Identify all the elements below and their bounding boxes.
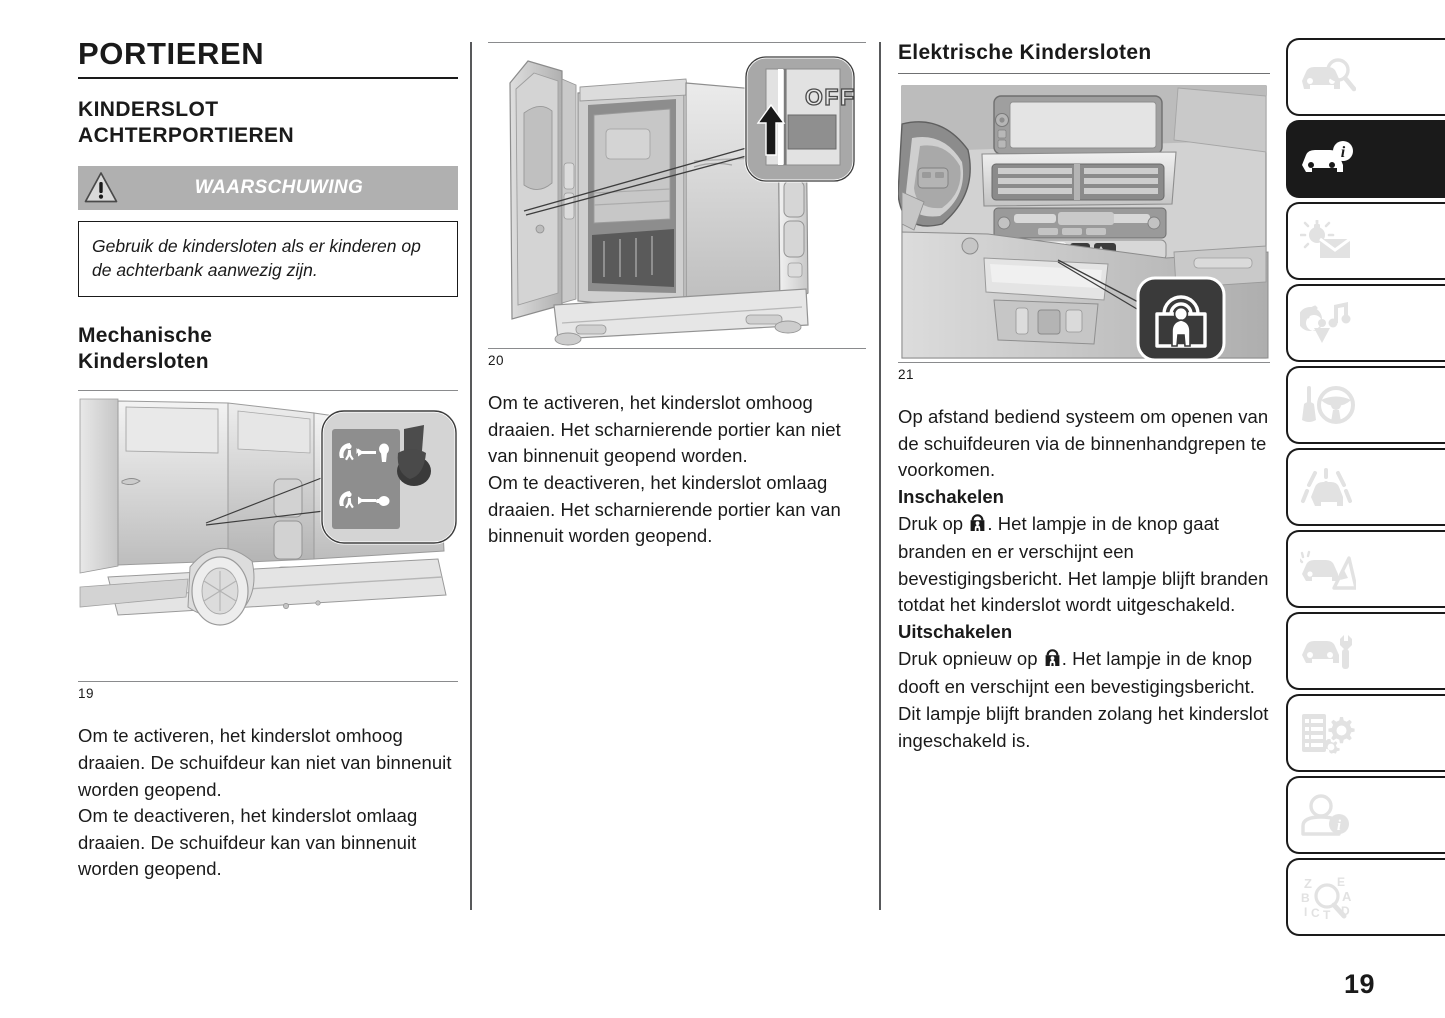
- left-paragraph-2: Om te deactiveren, het kinderslot omlaag…: [78, 805, 418, 880]
- figure-20-rule-top: [488, 42, 866, 43]
- inschakelen-text-before: Druk op: [898, 512, 969, 534]
- svg-text:C: C: [1311, 906, 1320, 919]
- figure-21: 21: [898, 82, 1270, 382]
- tab-driver-info[interactable]: i: [1286, 776, 1445, 854]
- car-wrench-icon: [1300, 631, 1356, 671]
- tab-maintenance[interactable]: [1286, 612, 1445, 690]
- figure-21-image: [898, 82, 1270, 363]
- heading-uitschakelen: Uitschakelen: [898, 621, 1013, 643]
- column-divider-2: [879, 42, 881, 910]
- right-column-title: Elektrische Kindersloten: [898, 41, 1152, 64]
- right-title-rule: [898, 73, 1270, 75]
- figure-20-number: 20: [488, 353, 505, 368]
- warning-triangle-icon: [78, 166, 124, 210]
- tab-index-search[interactable]: Z B I C T E A D: [1286, 858, 1445, 936]
- figure-21-rule-bottom: [898, 362, 1270, 364]
- subsection-heading-mechanisch: Mechanische Kindersloten: [78, 323, 213, 374]
- tab-driving-controls[interactable]: [1286, 366, 1445, 444]
- paragraph-uitschakelen: Druk opnieuw op . Het lampje in de knop …: [898, 646, 1270, 755]
- paragraph-inschakelen: Druk op . Het lampje in de knop gaat bra…: [898, 511, 1270, 620]
- tab-warning-alerts[interactable]: [1286, 530, 1445, 608]
- svg-text:i: i: [1337, 818, 1342, 834]
- alphabet-magnifier-icon: Z B I C T E A D: [1300, 875, 1360, 919]
- child-lock-icon: [969, 513, 986, 540]
- child-lock-icon: [1044, 648, 1061, 675]
- figure-19-rule-bottom: [78, 681, 458, 683]
- figure-21-number: 21: [898, 367, 915, 383]
- car-warning-triangle-icon: [1300, 548, 1356, 590]
- figure-19-number: 19: [78, 686, 95, 702]
- car-lane-icon: [1300, 465, 1356, 509]
- heading-inschakelen: Inschakelen: [898, 485, 1004, 507]
- svg-text:T: T: [1323, 908, 1331, 919]
- svg-text:Z: Z: [1304, 876, 1312, 891]
- gearlever-steeringwheel-icon: [1300, 384, 1356, 426]
- figure-20-image: OFF: [488, 43, 866, 348]
- figure-20-off-label: OFF: [805, 84, 856, 110]
- right-column: Elektrische Kindersloten: [898, 0, 1270, 754]
- tab-navigation-audio[interactable]: [1286, 284, 1445, 362]
- figure-20-rule-bottom: [488, 348, 866, 349]
- figure-19: 19: [78, 390, 458, 701]
- warning-bar: WAARSCHUWING: [78, 166, 458, 211]
- tab-lane-assist[interactable]: [1286, 448, 1445, 526]
- middle-paragraph-1: Om te activeren, het kinderslot omhoog d…: [488, 392, 841, 467]
- svg-text:B: B: [1301, 891, 1310, 905]
- tab-vehicle-overview[interactable]: [1286, 38, 1445, 116]
- car-info-icon: i: [1300, 139, 1356, 179]
- uitschakelen-text-after: . Het lampje in de knop dooft en verschi…: [898, 647, 1269, 751]
- tab-settings-specs[interactable]: [1286, 694, 1445, 772]
- warning-label: WAARSCHUWING: [194, 177, 364, 199]
- section-heading-kinderslot: KINDERSLOT ACHTERPORTIEREN: [78, 97, 295, 148]
- page-number: 19: [1343, 969, 1375, 999]
- tab-lighting-visibility[interactable]: [1286, 202, 1445, 280]
- column-divider-1: [470, 42, 472, 910]
- inschakelen-text-after: . Het lampje in de knop gaat branden en …: [898, 512, 1269, 616]
- person-info-icon: i: [1300, 794, 1356, 836]
- svg-text:i: i: [1341, 144, 1346, 161]
- car-magnifier-icon: [1300, 57, 1356, 97]
- tab-vehicle-info[interactable]: i: [1286, 120, 1445, 198]
- middle-paragraph-2: Om te deactiveren, het kinderslot omlaag…: [488, 471, 841, 547]
- warning-text: Gebruik de kindersloten als er kinderen …: [78, 221, 458, 297]
- list-gears-icon: [1300, 711, 1356, 755]
- right-intro-paragraph: Op afstand bediend systeem om openen van…: [898, 406, 1269, 481]
- svg-text:A: A: [1342, 889, 1352, 904]
- left-column: PORTIEREN KINDERSLOT ACHTERPORTIEREN WAA…: [78, 0, 458, 883]
- figure-20: OFF 20: [488, 42, 866, 368]
- svg-text:I: I: [1304, 905, 1307, 919]
- uitschakelen-text-before: Druk opnieuw op: [898, 647, 1043, 669]
- title-rule: [78, 76, 458, 79]
- left-paragraph-1: Om te activeren, het kinderslot omhoog d…: [78, 725, 452, 800]
- page-title: PORTIEREN: [78, 36, 265, 71]
- location-music-icon: [1300, 301, 1356, 345]
- section-tab-rail: i: [1286, 38, 1445, 940]
- svg-text:D: D: [1341, 904, 1350, 918]
- figure-19-rule-top: [78, 390, 458, 392]
- sun-envelope-icon: [1300, 220, 1356, 262]
- svg-text:E: E: [1337, 875, 1345, 889]
- figure-19-image: [78, 391, 458, 682]
- middle-column: OFF 20 Om te activeren, het kinderslot o…: [488, 0, 866, 550]
